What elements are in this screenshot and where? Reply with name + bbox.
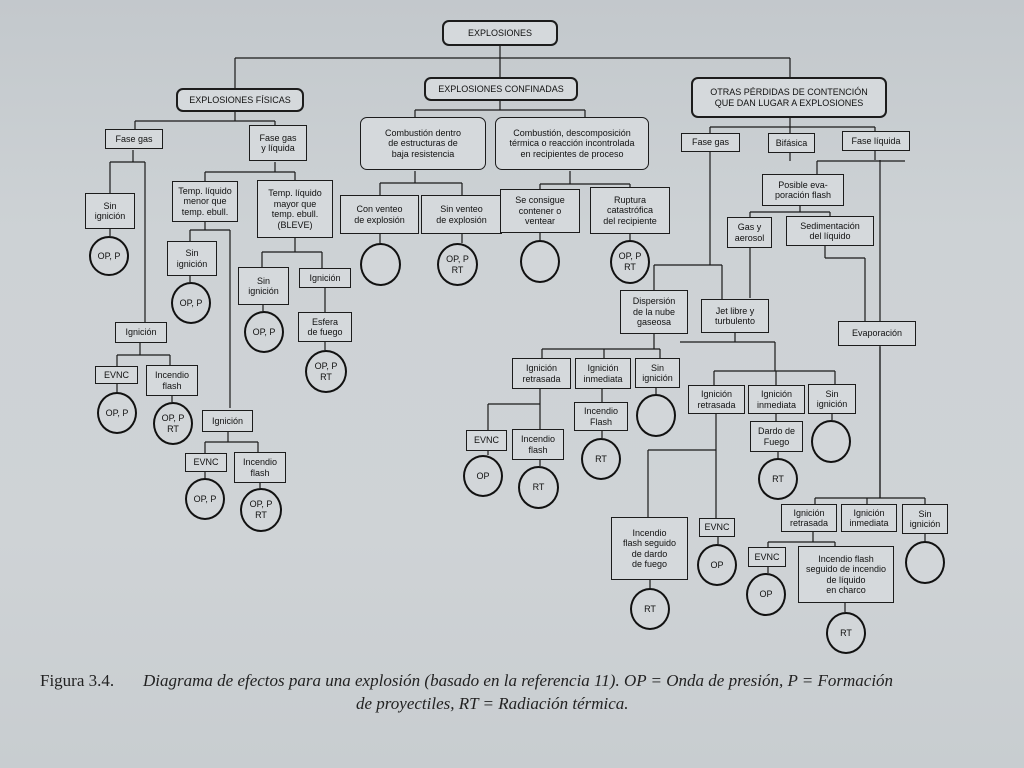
outcome-circle: RT [518,466,559,509]
node-esfera-fuego: Esfera de fuego [298,312,352,342]
caption-line-2: de proyectiles, RT = Radiación térmica. [356,694,629,713]
node-sin-ignicion-d: Sin ignición [635,358,680,388]
node-fase-gas: Fase gas [105,129,163,149]
outcome-circle: RT [581,438,621,480]
node-temp-mayor-bleve: Temp. líquido mayor que temp. ebull. (BL… [257,180,333,238]
outcome-circle: OP [463,455,503,497]
node-con-venteo: Con venteo de explosión [340,195,419,234]
node-dardo-fuego: Dardo de Fuego [750,421,803,452]
node-ignicion-inmediata-b: Ignición inmediata [748,385,805,414]
node-otras-perdidas: OTRAS PÉRDIDAS DE CONTENCIÓN QUE DAN LUG… [691,77,887,118]
outcome-circle: OP, P RT [153,402,193,445]
node-sin-venteo: Sin venteo de explosión [421,195,502,234]
outcome-circle: OP, P [185,478,225,520]
outcome-circle: OP [697,544,737,586]
node-fase-liquida: Fase líquida [842,131,910,151]
outcome-circle-empty [905,541,945,584]
node-sin-ignicion: Sin ignición [85,193,135,229]
outcome-circle-empty [360,243,401,286]
node-incendio-flash-a: Incendio flash [146,365,198,396]
outcome-circle: RT [826,612,866,654]
node-ignicion-a: Ignición [115,322,167,343]
node-evaporacion: Evaporación [838,321,916,346]
node-sin-ignicion-e: Sin ignición [808,384,856,414]
outcome-circle: OP, P [244,311,284,353]
node-ignicion-retrasada-a: Ignición retrasada [512,358,571,389]
node-explosiones-confinadas: EXPLOSIONES CONFINADAS [424,77,578,101]
node-incendio-flash-d: Incendio flash [234,452,286,483]
diagram-connectors [109,46,926,612]
outcome-circle: OP, P RT [305,350,347,393]
node-evnc-c: EVNC [185,453,227,472]
node-incendio-dardo: Incendio flash seguido de dardo de fuego [611,517,688,580]
node-bifasica: Bifásica [768,133,815,153]
node-ruptura-catastrofica: Ruptura catastrófica del recipiente [590,187,670,234]
node-combustion-estructuras: Combustión dentro de estructuras de baja… [360,117,486,170]
node-fase-gas-liquida: Fase gas y líquida [249,125,307,161]
node-incendio-flash-c: Incendio flash [512,429,564,460]
node-ignicion-b: Ignición [202,410,253,432]
node-evnc-a: EVNC [95,366,138,384]
node-ignicion-inmediata-a: Ignición inmediata [575,358,631,389]
node-sin-ignicion-b: Sin ignición [167,241,217,276]
outcome-circle-empty [636,394,676,437]
node-ignicion-inmediata-c: Ignición inmediata [841,504,897,532]
outcome-circle: OP [746,573,786,616]
figure-number: Figura 3.4. [40,671,115,690]
outcome-circle: RT [630,588,670,630]
node-jet-libre: Jet libre y turbulento [701,299,769,333]
node-se-consigue-contener: Se consigue contener o ventear [500,189,580,233]
node-incendio-charco: Incendio flash seguido de incendio de lí… [798,546,894,603]
node-temp-menor: Temp. líquido menor que temp. ebull. [172,181,238,222]
outcome-circle-empty [811,420,851,463]
outcome-circle-empty [520,240,560,283]
outcome-circle: RT [758,458,798,500]
caption-line-1: Diagrama de efectos para una explosión (… [143,671,894,690]
outcome-circle: OP, P RT [437,243,478,286]
outcome-circle: OP, P [89,236,129,276]
node-ignicion-c: Ignición [299,268,351,288]
node-incendio-flash-b: Incendio Flash [574,402,628,431]
node-evnc-d: EVNC [699,518,735,537]
node-ignicion-retrasada-c: Ignición retrasada [781,504,837,532]
node-posible-evaporacion: Posible eva- poración flash [762,174,844,206]
node-fase-gas-2: Fase gas [681,133,740,152]
node-sin-ignicion-c: Sin ignición [238,267,289,305]
outcome-circle: OP, P RT [240,488,282,532]
outcome-circle: OP, P RT [610,240,650,284]
node-sin-ignicion-f: Sin ignición [902,504,948,534]
outcome-circle: OP, P [171,282,211,324]
node-gas-aerosol: Gas y aerosol [727,217,772,248]
node-combustion-recipientes: Combustión, descomposición térmica o rea… [495,117,649,170]
node-explosiones: EXPLOSIONES [442,20,558,46]
node-evnc-e: EVNC [748,547,786,567]
node-ignicion-retrasada-b: Ignición retrasada [688,385,745,414]
node-sedimentacion: Sedimentación del líquido [786,216,874,246]
node-explosiones-fisicas: EXPLOSIONES FÍSICAS [176,88,304,112]
outcome-circle: OP, P [97,392,137,434]
node-dispersion-nube: Dispersión de la nube gaseosa [620,290,688,334]
node-evnc-b: EVNC [466,430,507,451]
